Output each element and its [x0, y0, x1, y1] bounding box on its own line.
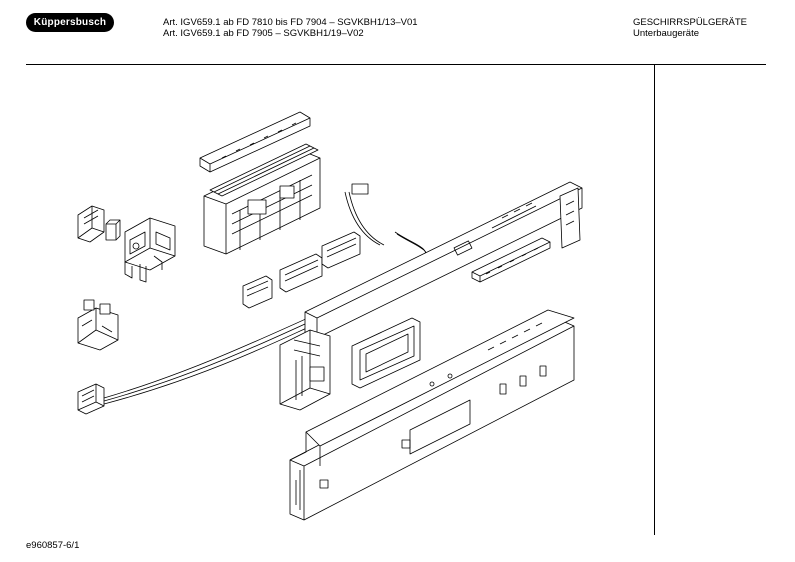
part-handle-insert	[352, 318, 420, 388]
part-button-strip	[200, 112, 310, 172]
header-divider	[26, 64, 766, 65]
category-line-1: GESCHIRRSPÜLGERÄTE	[633, 17, 748, 28]
part-control-fascia	[305, 182, 582, 338]
part-inner-panel-frame	[280, 330, 330, 410]
part-connector-plug	[78, 384, 104, 414]
brand-logo: Küppersbusch	[26, 13, 114, 32]
part-harness-connectors	[243, 232, 360, 308]
article-line-2: Art. IGV659.1 ab FD 7905 – SGVKBH1/19–V0…	[163, 28, 364, 39]
side-column-divider	[654, 64, 655, 535]
article-line-1: Art. IGV659.1 ab FD 7810 bis FD 7904 – S…	[163, 17, 418, 28]
part-control-housing	[290, 310, 574, 520]
part-display-strip	[472, 238, 550, 282]
part-relay	[78, 300, 118, 350]
part-door-switch	[125, 218, 175, 282]
drawing-id: e960857-6/1	[26, 540, 80, 551]
part-control-module	[204, 144, 320, 254]
category-line-2: Unterbaugeräte	[633, 28, 700, 39]
part-small-bracket	[78, 206, 120, 242]
